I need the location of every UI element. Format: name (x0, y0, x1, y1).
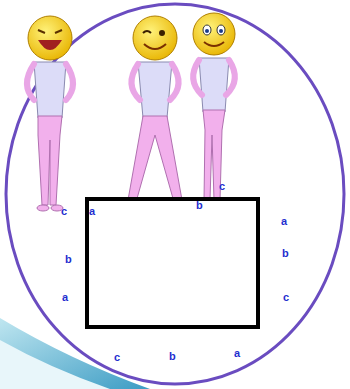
letter-label: a (89, 205, 95, 217)
letter-label: b (169, 350, 176, 362)
letter-label: a (62, 291, 68, 303)
letter-label: c (219, 180, 225, 192)
letter-label: b (65, 253, 72, 265)
letter-label: c (283, 291, 289, 303)
letter-label: b (282, 247, 289, 259)
letter-label: a (281, 215, 287, 227)
letter-label: a (234, 347, 240, 359)
cartoon-figure (124, 16, 186, 207)
cartoon-figure (193, 13, 235, 206)
cartoon-figure (27, 16, 73, 211)
letter-label: c (61, 205, 67, 217)
letter-label: b (196, 199, 203, 211)
circle-frame (6, 4, 344, 384)
letter-label: c (114, 351, 120, 363)
square-frame (87, 199, 258, 327)
